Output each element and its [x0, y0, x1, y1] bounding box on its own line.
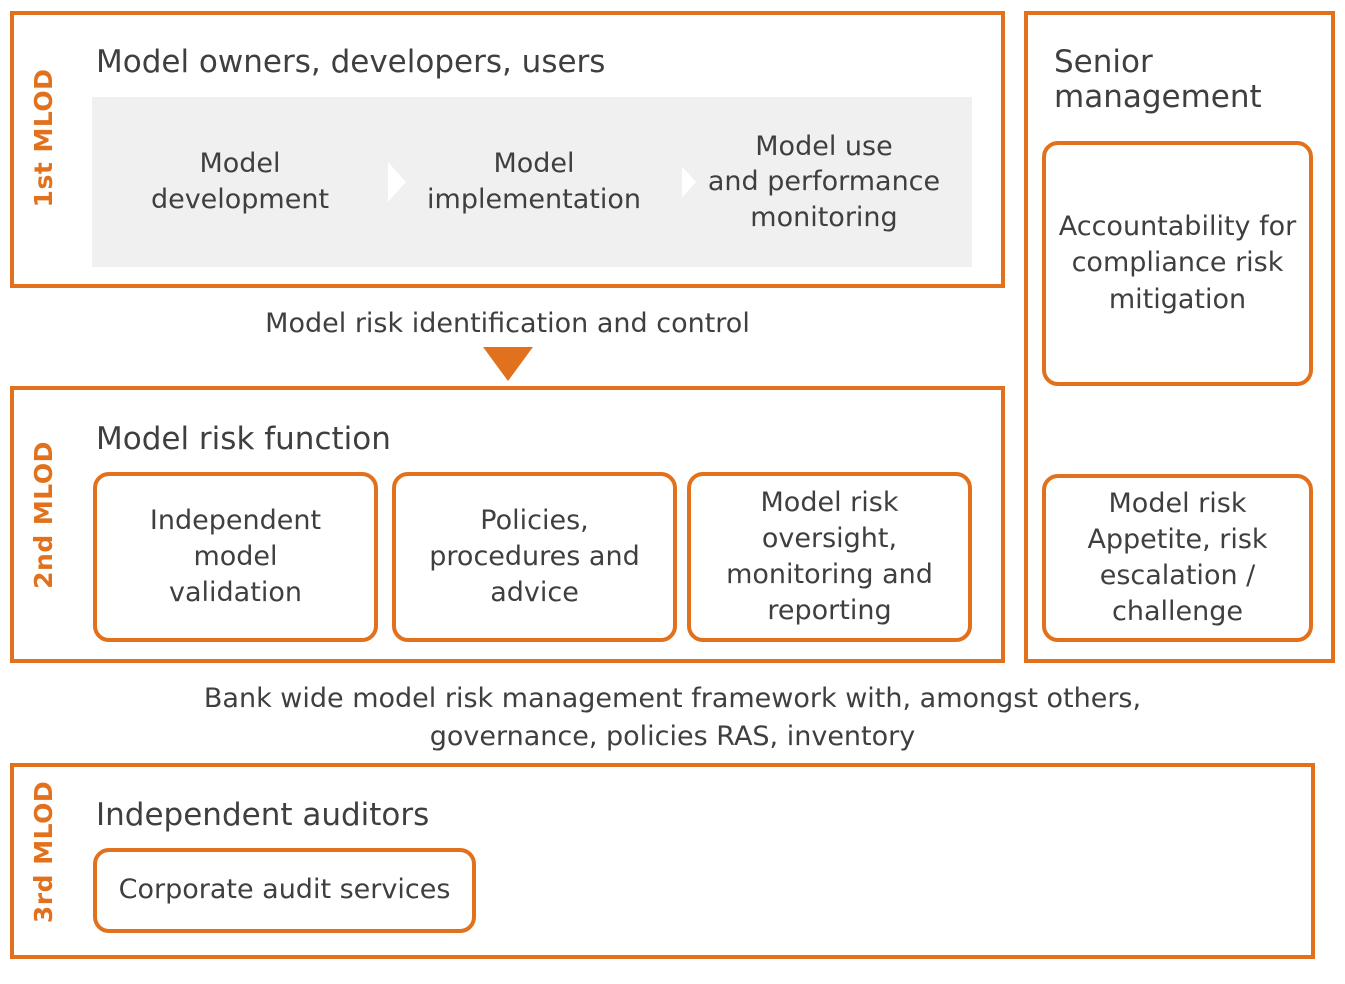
panel-1st-mlod: 1st MLOD Model owners, developers, users…	[10, 11, 1005, 288]
risk-box-policies-procedures-advice[interactable]: Policies, procedures and advice	[392, 472, 677, 642]
connector-framework-label: Bank wide model risk management framewor…	[203, 683, 1142, 753]
connector-framework: Bank wide model risk management framewor…	[10, 680, 1335, 757]
process-step-model-development[interactable]: Model development	[92, 97, 388, 267]
senior-management-box-model-risk-appetite[interactable]: Model risk Appetite, risk escalation / c…	[1042, 474, 1313, 642]
panel-senior-management: Senior management Accountability for com…	[1024, 11, 1335, 663]
risk-box-independent-model-validation[interactable]: Independent model validation	[93, 472, 378, 642]
lane-label-2nd-mlod: 2nd MLOD	[28, 441, 58, 589]
lane-heading-3rd-mlod: Independent auditors	[96, 797, 430, 833]
connector-identification-label: Model risk identification and control	[265, 308, 750, 339]
lane-label-3rd-mlod: 3rd MLOD	[28, 780, 58, 924]
panel-2nd-mlod: 2nd MLOD Model risk function Independent…	[10, 386, 1005, 663]
lane-label-1st-mlod: 1st MLOD	[28, 68, 58, 208]
process-step-model-implementation[interactable]: Model implementation	[386, 97, 682, 267]
senior-management-heading: Senior management	[1054, 44, 1262, 115]
down-arrow-icon	[483, 347, 533, 381]
lane-heading-1st-mlod: Model owners, developers, users	[96, 44, 606, 80]
lane-heading-2nd-mlod: Model risk function	[96, 421, 391, 457]
connector-identification: Model risk identification and control	[10, 305, 1005, 343]
risk-box-model-risk-oversight-monitoring-reporting[interactable]: Model risk oversight, monitoring and rep…	[687, 472, 972, 642]
senior-management-box-accountability[interactable]: Accountability for compliance risk mitig…	[1042, 141, 1313, 386]
panel-3rd-mlod: 3rd MLOD Independent auditors Corporate …	[10, 763, 1315, 959]
process-step-model-use-performance-monitoring[interactable]: Model use and performance monitoring	[676, 97, 972, 267]
audit-box-corporate-audit-services[interactable]: Corporate audit services	[93, 848, 476, 933]
